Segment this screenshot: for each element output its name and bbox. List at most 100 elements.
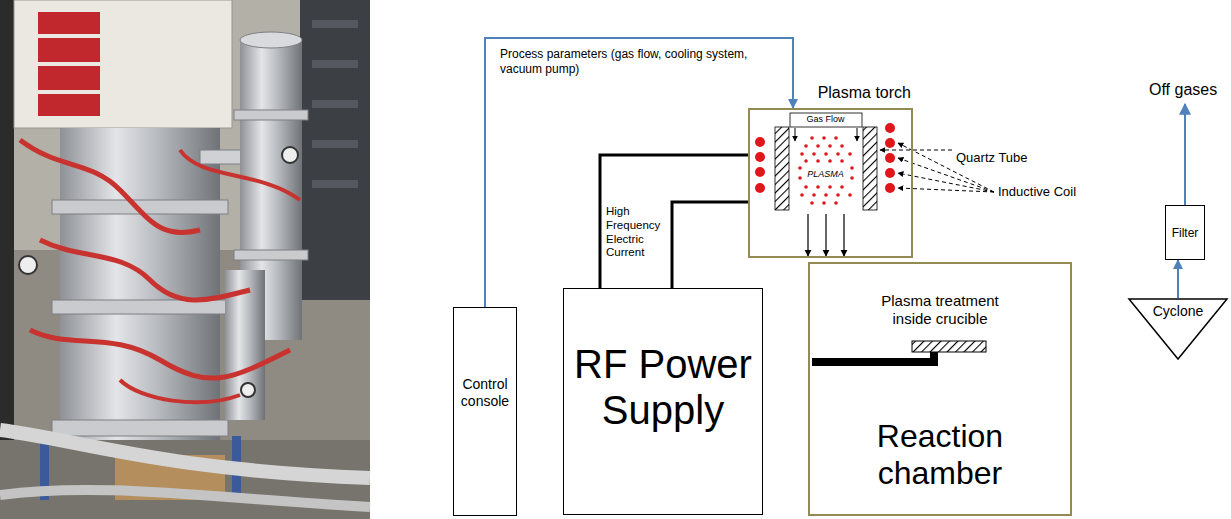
inductive-coil-dots bbox=[885, 183, 895, 193]
cyclone-triangle: Cyclone bbox=[1128, 298, 1228, 360]
plasma-dots bbox=[816, 159, 820, 163]
crucible bbox=[912, 341, 986, 352]
lab-photo bbox=[0, 430, 370, 478]
lab-photo bbox=[0, 0, 14, 460]
gas-inlet-label: Gas Flow bbox=[806, 114, 844, 125]
lab-photo bbox=[312, 100, 358, 108]
plasma-dots bbox=[848, 152, 852, 156]
box-label: Control console bbox=[457, 376, 513, 410]
plasma-dots bbox=[810, 136, 814, 140]
callout-label: Quartz Tube bbox=[956, 150, 1028, 166]
lab-photo bbox=[52, 420, 228, 436]
plasma-dots bbox=[840, 144, 844, 148]
quartz-tube-drawing bbox=[857, 128, 858, 141]
plasma-dots bbox=[798, 176, 802, 180]
quartz-tube-drawing bbox=[795, 128, 796, 141]
plasma-dots bbox=[824, 152, 828, 156]
lab-photo bbox=[312, 60, 358, 68]
plasma-dots bbox=[822, 201, 826, 205]
inductive-coil-dots bbox=[755, 123, 895, 193]
plasma-dots bbox=[812, 152, 816, 156]
signal-label: High Frequency Electric Current bbox=[606, 205, 668, 260]
box-label: Cyclone bbox=[1153, 303, 1204, 319]
process-box: Control console bbox=[453, 307, 517, 516]
inductive-coil-dots bbox=[885, 153, 895, 163]
plasma-flow-arrows bbox=[825, 214, 826, 256]
plasma-flow-arrows bbox=[807, 214, 808, 256]
plasma-dots bbox=[810, 201, 814, 205]
inductive-coil-dots bbox=[885, 123, 895, 133]
output-label: Off gases bbox=[1149, 80, 1217, 99]
quartz-tube-drawing bbox=[775, 127, 789, 210]
plasma-dots bbox=[804, 185, 808, 189]
crucible bbox=[812, 358, 938, 366]
lab-photo bbox=[38, 38, 100, 62]
box-note: Plasma treatment inside crucible bbox=[865, 292, 1015, 328]
quartz-tube-drawing bbox=[863, 127, 877, 210]
plasma-dots bbox=[850, 166, 854, 170]
quartz-tube: Gas FlowPLASMA bbox=[772, 113, 880, 213]
plasma-torch-box: Plasma torchGas FlowPLASMA bbox=[748, 108, 913, 258]
plasma-dots bbox=[800, 193, 804, 197]
lab-photo bbox=[14, 0, 232, 128]
crucible bbox=[812, 341, 986, 366]
plasma-flow-arrows bbox=[843, 214, 844, 256]
plasma-dots bbox=[822, 136, 826, 140]
plasma-dots bbox=[800, 152, 804, 156]
lab-photo bbox=[0, 0, 370, 519]
callout-label: Quartz Tube bbox=[956, 150, 1028, 166]
plasma-dots bbox=[834, 136, 838, 140]
lab-photo bbox=[60, 128, 220, 448]
inductive-coil-dots bbox=[755, 137, 765, 147]
plasma-dots bbox=[828, 144, 832, 148]
lab-photo bbox=[312, 140, 358, 148]
edge-label: Process parameters (gas flow, cooling sy… bbox=[500, 47, 775, 77]
process-box: RF Power Supply bbox=[563, 288, 763, 515]
inductive-coil-dots bbox=[755, 183, 765, 193]
signal-arrow bbox=[485, 38, 793, 307]
inductive-coil-dots bbox=[755, 167, 765, 177]
plasma-dots bbox=[834, 201, 838, 205]
lab-photo bbox=[312, 180, 358, 188]
plasma-dots bbox=[816, 144, 820, 148]
callout-label: Inductive Coil bbox=[998, 184, 1076, 200]
plasma-dots bbox=[850, 176, 854, 180]
plasma-dots bbox=[816, 185, 820, 189]
node-heading: Plasma torch bbox=[818, 83, 911, 102]
filter-box: Filter bbox=[1165, 205, 1205, 260]
cyclone-outline bbox=[1129, 299, 1227, 359]
quartz-tube-drawing bbox=[790, 113, 862, 127]
lab-photo bbox=[19, 256, 37, 274]
lab-photo bbox=[40, 240, 250, 300]
inductive-coil-dots bbox=[885, 168, 895, 178]
lab-photo bbox=[0, 490, 370, 507]
inductive-coil-dots bbox=[755, 152, 765, 162]
plasma-dots bbox=[828, 159, 832, 163]
lab-photo bbox=[234, 110, 308, 120]
edge-label: Process parameters (gas flow, cooling sy… bbox=[500, 47, 775, 77]
plasma-dots bbox=[840, 185, 844, 189]
plasma-dots bbox=[840, 159, 844, 163]
lab-photo bbox=[241, 383, 255, 397]
lab-photo bbox=[20, 140, 200, 233]
lab-photo bbox=[0, 0, 370, 519]
plasma-label: PLASMA bbox=[807, 169, 844, 180]
off-gas-arrow bbox=[1185, 104, 1186, 205]
lab-photo bbox=[234, 250, 308, 260]
callout-label: Inductive Coil bbox=[998, 184, 1076, 200]
inductive-coil-dots bbox=[885, 138, 895, 148]
output-label: Off gases bbox=[1149, 80, 1217, 99]
lab-photo bbox=[282, 147, 298, 163]
box-label: Reaction chamber bbox=[840, 418, 1040, 492]
lab-photo bbox=[38, 12, 100, 34]
lab-photo bbox=[312, 20, 358, 28]
lab-photo bbox=[120, 380, 240, 402]
quartz-tube-drawing bbox=[775, 113, 877, 210]
lab-photo bbox=[300, 0, 370, 300]
box-label: Filter bbox=[1172, 226, 1199, 240]
plasma-dots bbox=[836, 152, 840, 156]
plasma-flow-arrows bbox=[808, 214, 844, 256]
reaction-chamber-box: Plasma treatment inside crucibleReaction… bbox=[808, 262, 1072, 516]
box-label: RF Power Supply bbox=[568, 341, 758, 433]
